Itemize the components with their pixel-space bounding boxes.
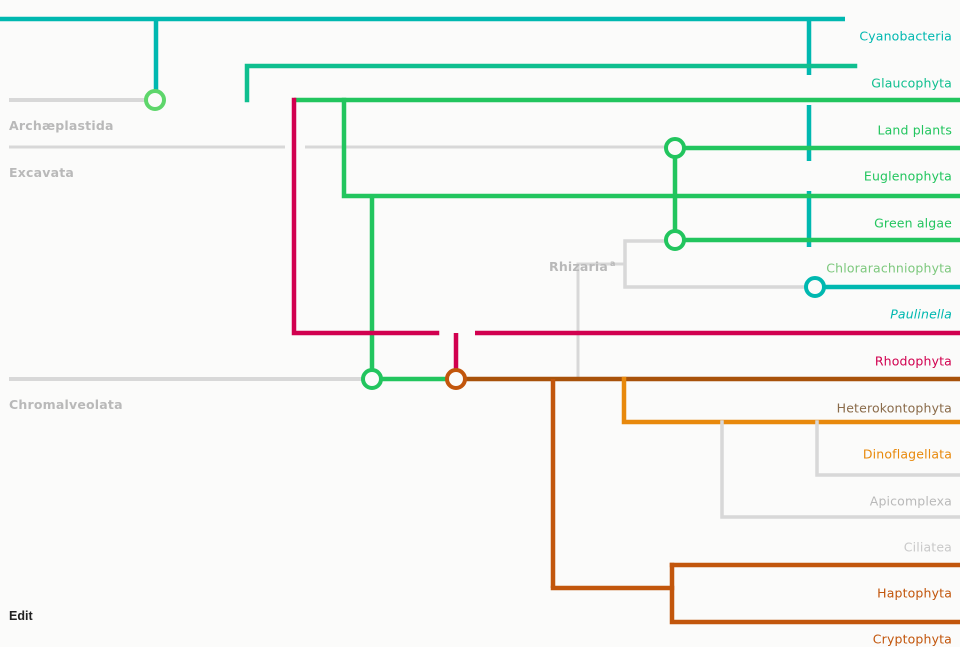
- node-chromalveolata[interactable]: [361, 368, 383, 390]
- group-label-superscript: a: [610, 259, 616, 268]
- tip-label-green-algae[interactable]: Green algae: [874, 215, 952, 231]
- tip-label-dinoflagellata[interactable]: Dinoflagellata: [862, 446, 952, 462]
- group-label-text: Chromalveolata: [9, 397, 123, 412]
- node-circles: [144, 89, 826, 390]
- branch-apicomplexa: [720, 420, 960, 519]
- group-label-chromalveolata[interactable]: Chromalveolata: [9, 397, 123, 412]
- group-label-text: Archæplastida: [9, 118, 114, 133]
- node-euglenophyta[interactable]: [664, 137, 686, 159]
- branch-euglenophyta: [672, 145, 960, 243]
- group-label-excavata[interactable]: Excavata: [9, 165, 74, 180]
- edit-button[interactable]: Edit: [9, 609, 33, 623]
- tip-label-glaucophyta[interactable]: Glaucophyta: [871, 75, 952, 91]
- tip-label-haptophyta[interactable]: Haptophyta: [877, 585, 952, 601]
- branch-rhodophyta: [291, 97, 960, 372]
- node-archaeplastida[interactable]: [144, 89, 166, 111]
- node-secondary[interactable]: [445, 368, 467, 390]
- branch-haptophyta-cryptophyta: [550, 562, 960, 625]
- tip-label-land-plants[interactable]: Land plants: [877, 122, 952, 138]
- node-paulinella[interactable]: [804, 276, 826, 298]
- rhizaria-bracket: [576, 239, 808, 381]
- tip-label-chlorarachniophyta[interactable]: Chlorarachniophyta: [826, 260, 952, 276]
- tip-label-rhodophyta[interactable]: Rhodophyta: [874, 353, 952, 369]
- phylogenetic-tree-canvas: [0, 16, 960, 625]
- tip-label-apicomplexa[interactable]: Apicomplexa: [869, 493, 952, 509]
- branch-glaucophyta: [244, 63, 858, 103]
- branch-dinoflagellata: [621, 376, 960, 425]
- branch-green-algae: [341, 97, 960, 382]
- group-label-archaeplastida[interactable]: Archæplastida: [9, 118, 114, 133]
- group-label-text: Excavata: [9, 165, 75, 180]
- tip-label-cyanobacteria[interactable]: Cyanobacteria: [859, 28, 952, 44]
- tip-label-heterokontophyta[interactable]: Heterokontophyta: [836, 400, 952, 416]
- node-chlorarachnio[interactable]: [664, 229, 686, 251]
- tip-label-euglenophyta[interactable]: Euglenophyta: [863, 168, 952, 184]
- branch-cyanobacteria: [0, 16, 845, 255]
- group-baselines: [9, 98, 666, 381]
- branch-heterokontophyta: [465, 376, 960, 588]
- tip-label-ciliatea[interactable]: Ciliatea: [903, 539, 952, 555]
- tip-label-paulinella[interactable]: Paulinella: [890, 306, 952, 322]
- group-label-text: Rhizaria: [549, 259, 609, 275]
